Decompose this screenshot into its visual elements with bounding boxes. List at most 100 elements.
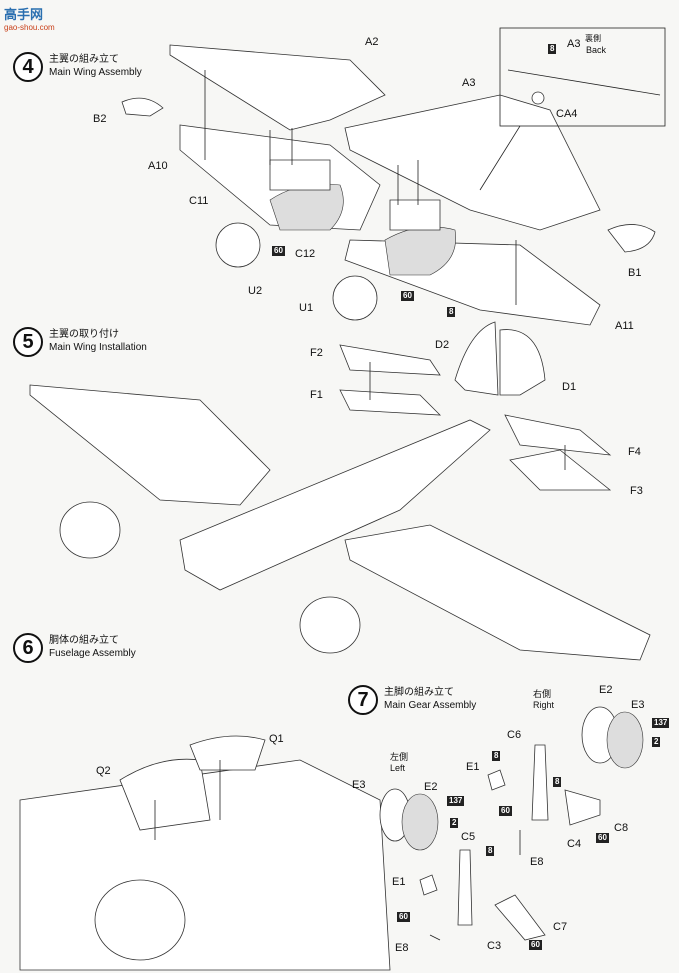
part-label-f3: F3	[630, 485, 643, 497]
part-label-e1-left: E1	[392, 876, 406, 888]
part-label-c5: C5	[461, 831, 476, 843]
nacelle-u1	[332, 275, 378, 321]
back-label-en: Back	[586, 45, 607, 55]
part-label-q1: Q1	[269, 733, 284, 745]
site-watermark: 高手网 gao-shou.com	[4, 4, 55, 32]
step-title-jp: 主翼の取り付け	[49, 329, 119, 340]
wing-upper-a3	[344, 94, 601, 231]
part-label-d1: D1	[562, 381, 577, 393]
part-label-a2: A2	[365, 36, 379, 48]
tire-e2-left	[401, 793, 439, 851]
watermark-url: gao-shou.com	[4, 23, 55, 32]
link-e1-left	[419, 874, 438, 896]
wing-upper-a2	[169, 44, 386, 131]
part-label-b1: B1	[628, 267, 642, 279]
paint-code-badge: 60	[397, 912, 410, 922]
fin-d2	[454, 321, 499, 396]
part-label-e3-right: E3	[631, 699, 645, 711]
step-number: 4	[13, 52, 43, 82]
strut-c5	[457, 849, 473, 926]
wheel-well-c11	[384, 226, 457, 276]
paint-code-badge: 8	[447, 307, 456, 317]
left-wing	[29, 384, 271, 506]
left-label-en: Left	[390, 763, 406, 773]
part-label-c8: C8	[614, 822, 629, 834]
paint-code-badge: 137	[652, 718, 670, 728]
part-label-c4: C4	[567, 838, 582, 850]
part-label-e8-right: E8	[530, 856, 544, 868]
part-label-a11: A11	[615, 320, 634, 332]
paint-code-badge: 8	[486, 846, 495, 856]
part-label-q2: Q2	[96, 765, 111, 777]
step-number: 6	[13, 633, 43, 663]
part-label-e1-right: E1	[466, 761, 480, 773]
step-title-jp: 胴体の組み立て	[49, 635, 119, 646]
part-label-e8-left: E8	[395, 942, 409, 954]
part-label-u2: U2	[248, 285, 263, 297]
step-title-en: Main Gear Assembly	[384, 700, 477, 711]
spar-c11	[269, 159, 331, 191]
strut-c6	[531, 744, 549, 821]
step-title-en: Fuselage Assembly	[49, 648, 136, 659]
step-number: 7	[348, 685, 378, 715]
right-label-jp: 右側	[533, 689, 552, 699]
watermark-logo: 高手网	[4, 8, 44, 23]
stabilizer-f1	[339, 389, 442, 416]
tire-e3-right	[606, 711, 644, 769]
paint-code-badge: 8	[492, 751, 501, 761]
link-e1-right	[487, 769, 506, 791]
part-b1	[607, 224, 656, 253]
part-label-c11: C11	[189, 195, 209, 207]
paint-code-badge: 60	[499, 806, 512, 816]
detail-inset-box	[499, 27, 666, 127]
paint-code-badge: 60	[401, 291, 414, 301]
back-label-jp: 裏側	[585, 34, 601, 43]
part-label-f2: F2	[310, 347, 323, 359]
step-title-en: Main Wing Assembly	[49, 67, 142, 78]
stabilizer-f4	[504, 414, 612, 456]
part-label-u1: U1	[299, 302, 314, 314]
part-label-e2-right: E2	[599, 684, 613, 696]
part-label-a10: A10	[148, 160, 168, 172]
engine-right	[299, 596, 361, 654]
part-label-d2: D2	[435, 339, 450, 351]
part-label-e2-left: E2	[424, 781, 438, 793]
stabilizer-f2	[339, 344, 441, 376]
paint-code-badge: 60	[272, 246, 285, 256]
part-label-ca4: CA4	[556, 108, 578, 120]
paint-code-badge: 137	[447, 796, 465, 806]
part-label-a3-inset: A3	[567, 38, 581, 50]
paint-code-badge: 8	[553, 777, 562, 787]
paint-code-badge: 2	[450, 818, 459, 828]
panel-q1	[189, 735, 266, 771]
inset-part-ca4	[531, 91, 545, 105]
step-4-header: 4 主翼の組み立て Main Wing Assembly	[13, 52, 142, 82]
spar-c12	[389, 199, 441, 231]
brace-c7	[494, 894, 546, 941]
part-label-f1: F1	[310, 389, 323, 401]
brace-c4	[564, 789, 601, 826]
step-6-header: 6 胴体の組み立て Fuselage Assembly	[13, 633, 136, 663]
part-label-c6: C6	[507, 729, 522, 741]
part-label-f4: F4	[628, 446, 641, 458]
step-title-jp: 主翼の組み立て	[49, 54, 119, 65]
paint-code-badge: 60	[529, 940, 542, 950]
fin-d1	[499, 329, 546, 396]
part-b2	[121, 97, 164, 117]
step-title-en: Main Wing Installation	[49, 342, 147, 353]
part-label-a3: A3	[462, 77, 476, 89]
fuselage	[179, 419, 491, 591]
step-number: 5	[13, 327, 43, 357]
paint-code-badge: 60	[596, 833, 609, 843]
engine-left	[59, 501, 121, 559]
part-label-c3: C3	[487, 940, 502, 952]
step-title-jp: 主脚の組み立て	[384, 687, 454, 698]
left-label-jp: 左側	[390, 752, 409, 762]
part-label-b2: B2	[93, 113, 107, 125]
step-7-header: 7 主脚の組み立て Main Gear Assembly	[348, 685, 476, 715]
wing-lower-a11	[344, 239, 601, 326]
part-label-c7: C7	[553, 921, 568, 933]
part-label-c12: C12	[295, 248, 316, 260]
paint-code-badge: 8	[548, 44, 557, 54]
